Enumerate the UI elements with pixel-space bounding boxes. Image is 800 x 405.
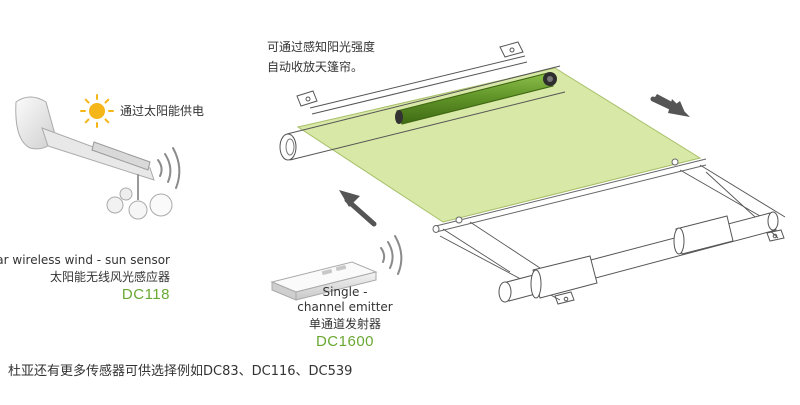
- wireless-signal-icon-emitter: [380, 235, 403, 275]
- emitter-name-en-line2: channel emitter: [297, 300, 393, 314]
- emitter-name-en-line1: Single -: [322, 285, 368, 299]
- wind-sun-sensor-device: [15, 96, 173, 220]
- caption-sensing-line1: 可通过感知阳光强度: [267, 40, 376, 54]
- sensor-name-en: Solar wireless wind - sun sensor: [0, 253, 170, 267]
- motor-tube: [395, 72, 557, 125]
- sensor-name-cn: 太阳能无线风光感应器: [49, 270, 170, 284]
- awning-front-bar: [432, 158, 707, 233]
- solar-power-label: 通过太阳能供电: [120, 104, 205, 118]
- sun-icon: [80, 94, 114, 128]
- emitter-name-cn: 单通道发射器: [308, 317, 381, 331]
- direction-arrow-icon: [650, 94, 690, 117]
- direction-arrow-icon-2: [339, 190, 377, 227]
- caption-sensing-line2: 自动收放天篷帘。: [267, 60, 364, 74]
- sensor-model: DC118: [121, 286, 170, 303]
- rear-rail: [309, 55, 528, 115]
- footer-note: 杜亚还有更多传感器可供选择例如DC83、DC116、DC539: [8, 364, 353, 379]
- channel-emitter-device: [270, 261, 378, 301]
- lower-arm: [498, 211, 779, 303]
- front-tube: [279, 65, 566, 161]
- wall-brackets: [296, 41, 785, 305]
- emitter-model: DC1600: [315, 333, 375, 350]
- wireless-signal-icon: [157, 147, 181, 189]
